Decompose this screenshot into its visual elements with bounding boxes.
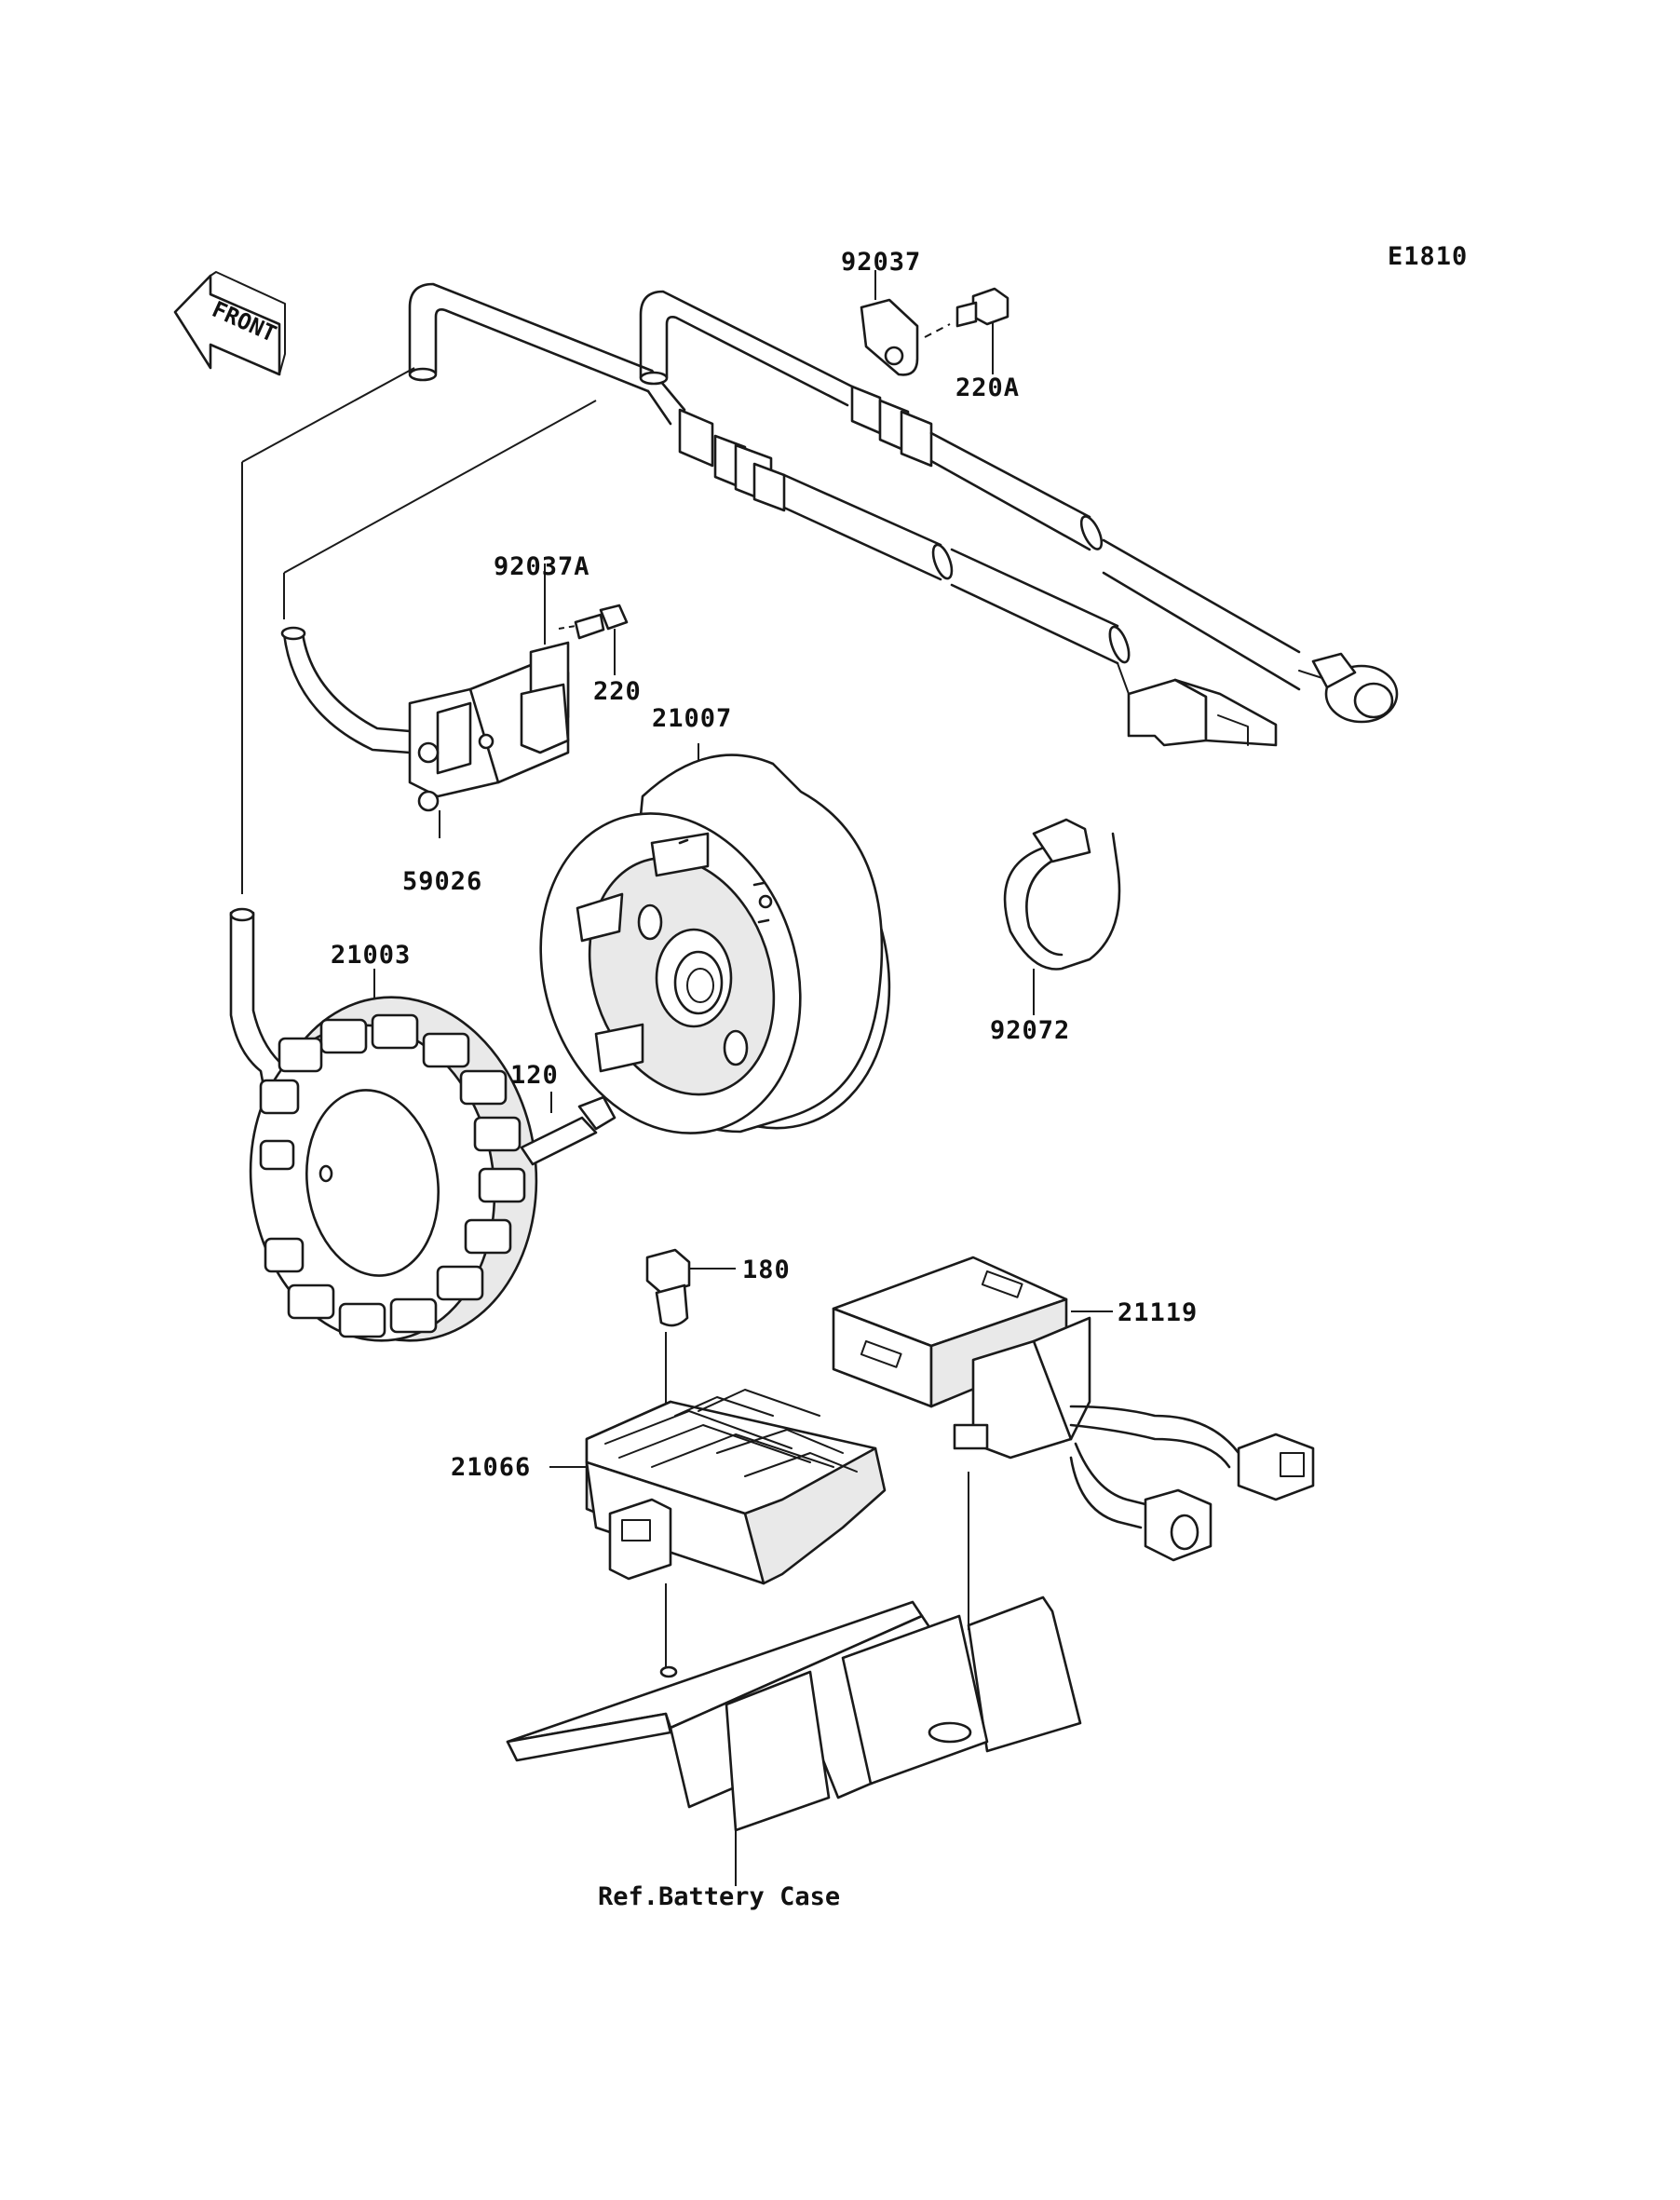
cdi-unit-21119 xyxy=(832,1256,1315,1630)
reference-battery-case: Ref.Battery Case xyxy=(598,1882,840,1911)
screw-220 xyxy=(558,604,629,675)
band-92072 xyxy=(1003,818,1121,1015)
part-number-92037A: 92037A xyxy=(494,552,590,581)
part-number-21003: 21003 xyxy=(331,941,411,970)
diagram-code: E1810 xyxy=(1388,242,1468,271)
part-number-59026: 59026 xyxy=(402,867,482,896)
part-number-21066: 21066 xyxy=(451,1453,531,1482)
bolt-220A xyxy=(955,287,1009,374)
part-number-220: 220 xyxy=(593,677,642,706)
regulator-21066 xyxy=(549,1389,887,1677)
part-number-120: 120 xyxy=(510,1061,559,1090)
clamp-92037 xyxy=(860,270,951,376)
part-number-180: 180 xyxy=(742,1256,791,1284)
pickup-coil-bracket xyxy=(241,367,597,894)
part-number-21007: 21007 xyxy=(652,704,732,733)
pickup-harness xyxy=(408,282,1278,747)
part-number-92037: 92037 xyxy=(841,248,921,277)
stator-harness xyxy=(639,290,1399,724)
part-number-21119: 21119 xyxy=(1118,1298,1198,1327)
part-number-220A: 220A xyxy=(955,373,1020,402)
bolt-120 xyxy=(520,1092,616,1166)
part-number-92072: 92072 xyxy=(990,1016,1070,1045)
bolt-180 xyxy=(645,1248,736,1416)
stator-21003 xyxy=(229,907,538,1342)
front-arrow-icon: FRONT xyxy=(173,271,286,376)
battery-case-bracket xyxy=(506,1596,1082,1886)
flywheel-rotor-21007 xyxy=(539,743,891,1134)
